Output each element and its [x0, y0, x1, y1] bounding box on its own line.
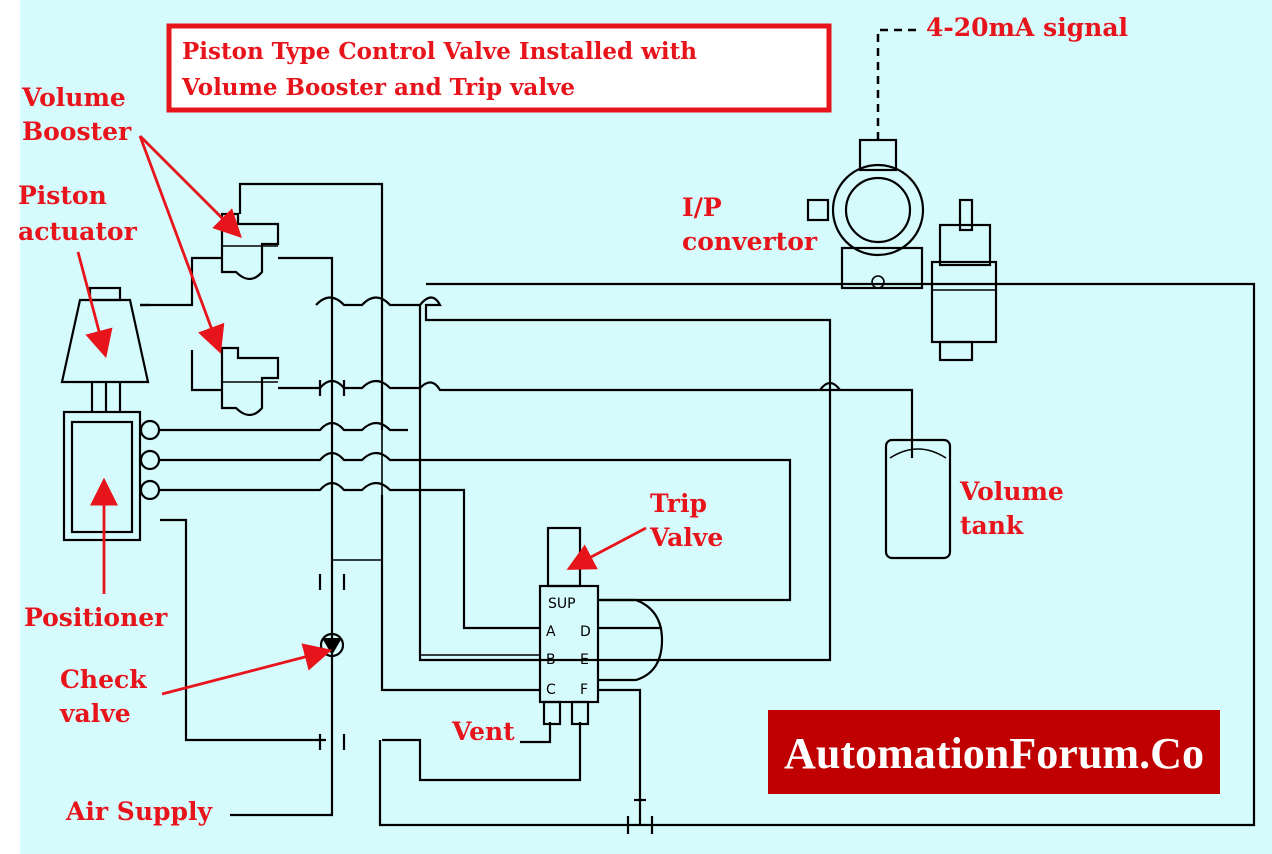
check-valve-label-1: Check [60, 665, 147, 694]
trip-valve-label-1: Trip [650, 489, 707, 518]
volume-tank-label-2: tank [960, 511, 1024, 540]
title-line-1: Piston Type Control Valve Installed with [182, 38, 697, 65]
volume-tank-label-1: Volume [959, 477, 1064, 506]
port-a: A [546, 624, 556, 640]
volume-booster-lower [220, 346, 280, 417]
piston-actuator-label-2: actuator [18, 217, 138, 246]
ip-convertor [806, 138, 998, 362]
trip-valve: SUP A B C D E F [538, 526, 600, 726]
ip-convertor-label-1: I/P [682, 193, 722, 222]
pointer-arrows [76, 135, 647, 696]
volume-booster-label-1: Volume [21, 83, 126, 112]
title-line-2: Volume Booster and Trip valve [181, 74, 575, 101]
ip-convertor-label-2: convertor [682, 227, 818, 256]
positioner [62, 410, 161, 542]
check-valve-label-2: valve [59, 699, 131, 728]
port-b: B [546, 652, 556, 668]
positioner-label: Positioner [24, 603, 168, 632]
signal-label: 4-20mA signal [926, 13, 1128, 42]
piston-actuator-label-1: Piston [18, 181, 107, 210]
volume-booster-upper [220, 212, 280, 281]
brand-banner: AutomationForum.Co [768, 710, 1220, 794]
air-supply-label: Air Supply [65, 797, 213, 826]
title-box: Piston Type Control Valve Installed with… [166, 23, 832, 113]
piping [140, 182, 1256, 834]
vent-label: Vent [451, 717, 515, 746]
volume-booster-label-2: Booster [22, 117, 132, 146]
trip-valve-label-2: Valve [649, 523, 723, 552]
port-c: C [546, 682, 556, 698]
port-e: E [580, 652, 589, 668]
volume-tank [884, 438, 952, 560]
port-sup: SUP [548, 596, 576, 612]
port-f: F [580, 682, 588, 698]
brand-text: AutomationForum.Co [784, 729, 1204, 778]
port-d: D [580, 624, 591, 640]
